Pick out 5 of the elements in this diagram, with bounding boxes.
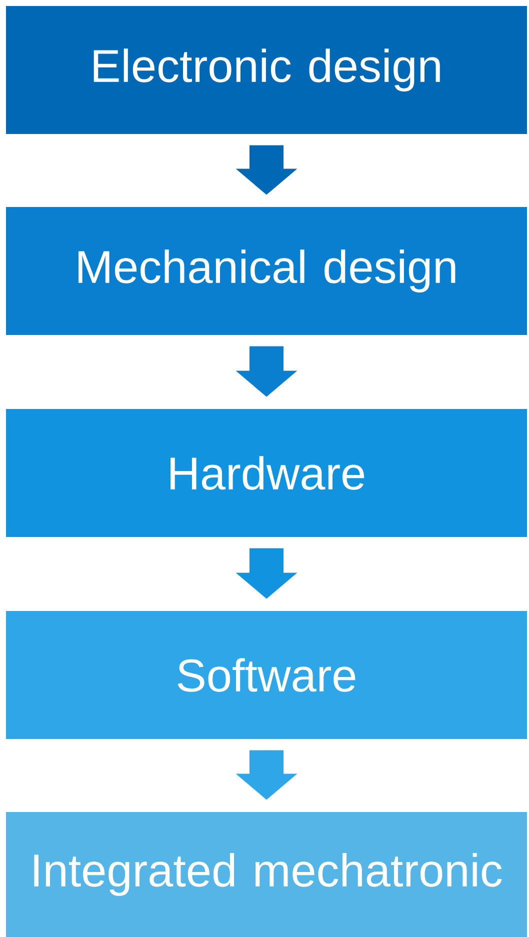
process-box: Electronic design (6, 6, 527, 134)
process-box: Hardware (6, 409, 527, 537)
process-box: Mechanical design (6, 207, 527, 335)
process-box: Integrated mechatronic (6, 812, 527, 937)
process-box: Software (6, 611, 527, 739)
